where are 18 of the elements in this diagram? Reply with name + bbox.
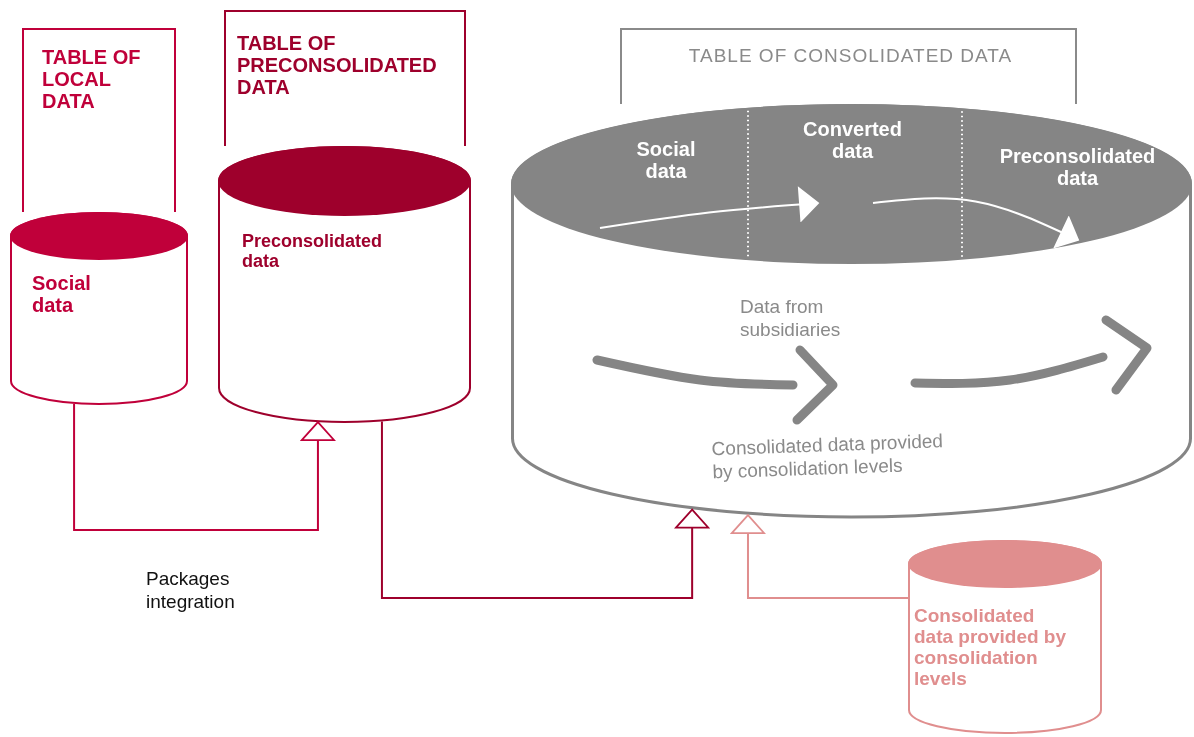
table-title: TABLE OF PRECONSOLIDATED DATA [237, 32, 438, 98]
node-label: Preconsolidated data [242, 232, 384, 272]
table-frame [22, 28, 176, 212]
table-title: TABLE OF CONSOLIDATED DATA [687, 46, 1014, 67]
arrow [380, 420, 710, 599]
table-title: TABLE OF LOCAL DATA [42, 46, 142, 112]
arrow [730, 514, 909, 599]
section-label: Preconsolidated data [998, 145, 1157, 189]
text-label: Consolidated data provided by consolidation levels [711, 429, 945, 484]
text-label: Data from subsidiaries [740, 296, 842, 342]
section-label: Converted data [802, 118, 903, 162]
node-label: Social data [32, 272, 92, 316]
arrow [73, 403, 336, 531]
text-label: Packages integration [146, 568, 236, 614]
arrow [599, 187, 819, 229]
section-label: Social data [635, 138, 697, 182]
arrow [872, 197, 1080, 248]
node-label: Consolidated data provided by consolidation levels [914, 606, 1068, 690]
